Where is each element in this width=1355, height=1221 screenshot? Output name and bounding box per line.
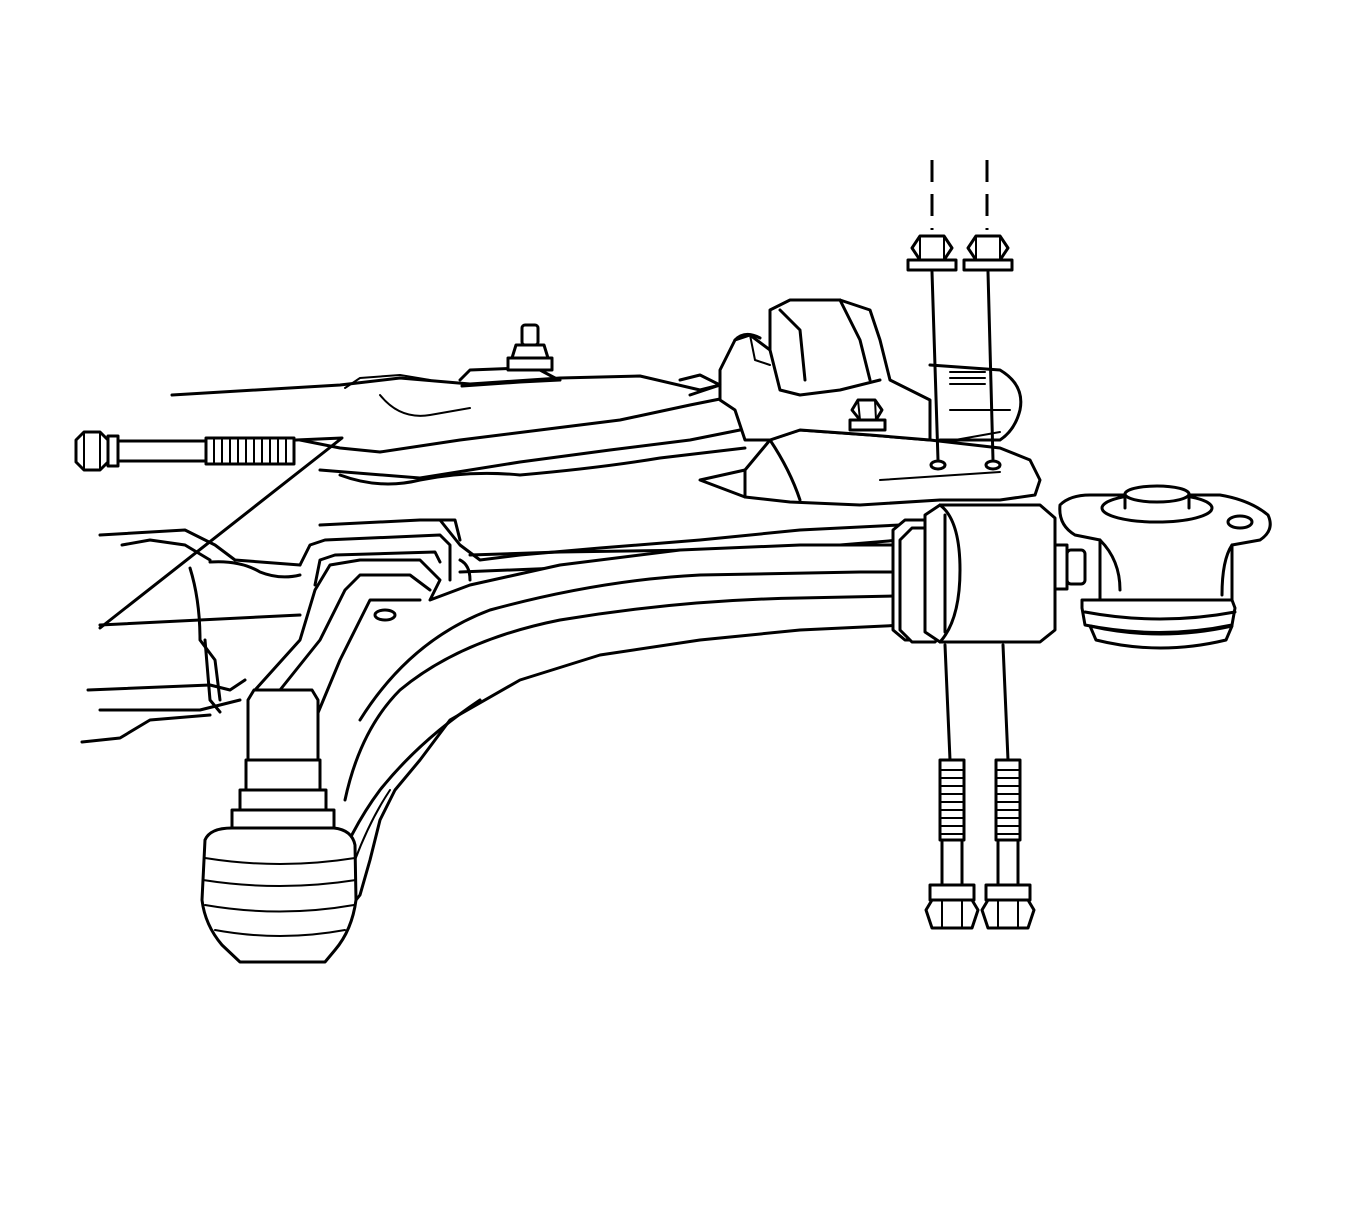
clamp-nut-left xyxy=(906,160,958,471)
subframe xyxy=(80,298,1042,744)
front-pivot-bolt xyxy=(74,430,344,630)
clamp-nut-right xyxy=(962,160,1014,471)
clamp-bolt-left xyxy=(924,643,980,930)
subframe-nut xyxy=(848,398,887,432)
rear-bushing-clamp xyxy=(891,503,1087,644)
stabilizer-link-stud xyxy=(506,323,554,372)
clamp-bolt-right xyxy=(980,643,1036,930)
rear-bushing xyxy=(1058,484,1272,650)
ball-joint xyxy=(200,688,358,964)
